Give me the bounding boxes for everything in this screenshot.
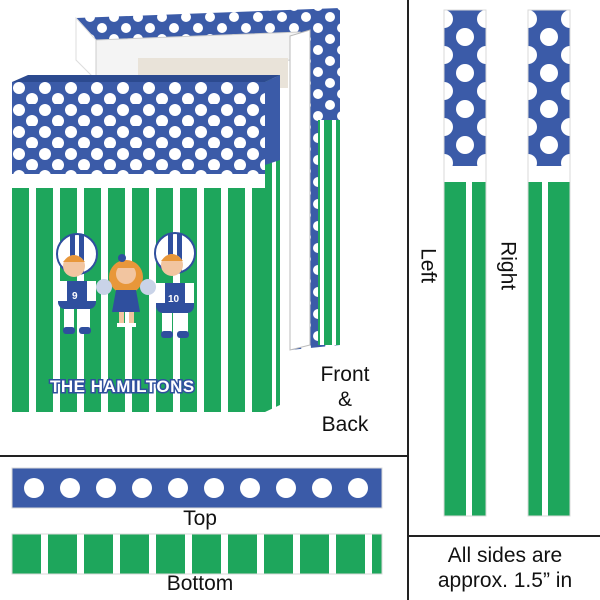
canvas-front-back-illustration: 9 — [12, 8, 340, 412]
front-back-label-line-2: & — [337, 388, 352, 412]
horizontal-divider-right — [408, 535, 600, 537]
team-name: THE HAMILTONS — [50, 377, 195, 396]
sides-size-note-line-2: approx. 1.5” in — [437, 569, 573, 593]
left-football-player: 9 — [56, 233, 98, 334]
top-label: Top — [183, 507, 217, 530]
right-label: Right — [496, 241, 520, 291]
right-player-jersey-number: 10 — [168, 294, 180, 305]
front-canvas: 9 — [12, 75, 280, 412]
cheerleader-girl — [96, 254, 156, 327]
left-label: Left — [416, 248, 440, 284]
right-football-player: 10 — [154, 232, 196, 338]
left-side-strip — [443, 9, 487, 517]
top-side-strip — [11, 467, 383, 509]
football-kids-illustration: 9 — [56, 232, 196, 338]
front-back-label: Front & Back — [305, 362, 385, 438]
vertical-divider — [407, 0, 409, 600]
bottom-label: Bottom — [166, 572, 234, 595]
horizontal-divider-left — [0, 455, 408, 457]
right-side-strip — [527, 9, 571, 517]
front-back-label-line-3: Back — [321, 413, 369, 437]
bottom-side-strip — [11, 533, 383, 575]
back-canvas — [75, 8, 340, 351]
sides-size-note-line-1: All sides are — [447, 544, 563, 567]
sides-size-note: All sides are approx. 1.5” in — [410, 543, 600, 593]
front-back-label-line-1: Front — [320, 363, 370, 386]
left-player-jersey-number: 9 — [72, 291, 78, 302]
